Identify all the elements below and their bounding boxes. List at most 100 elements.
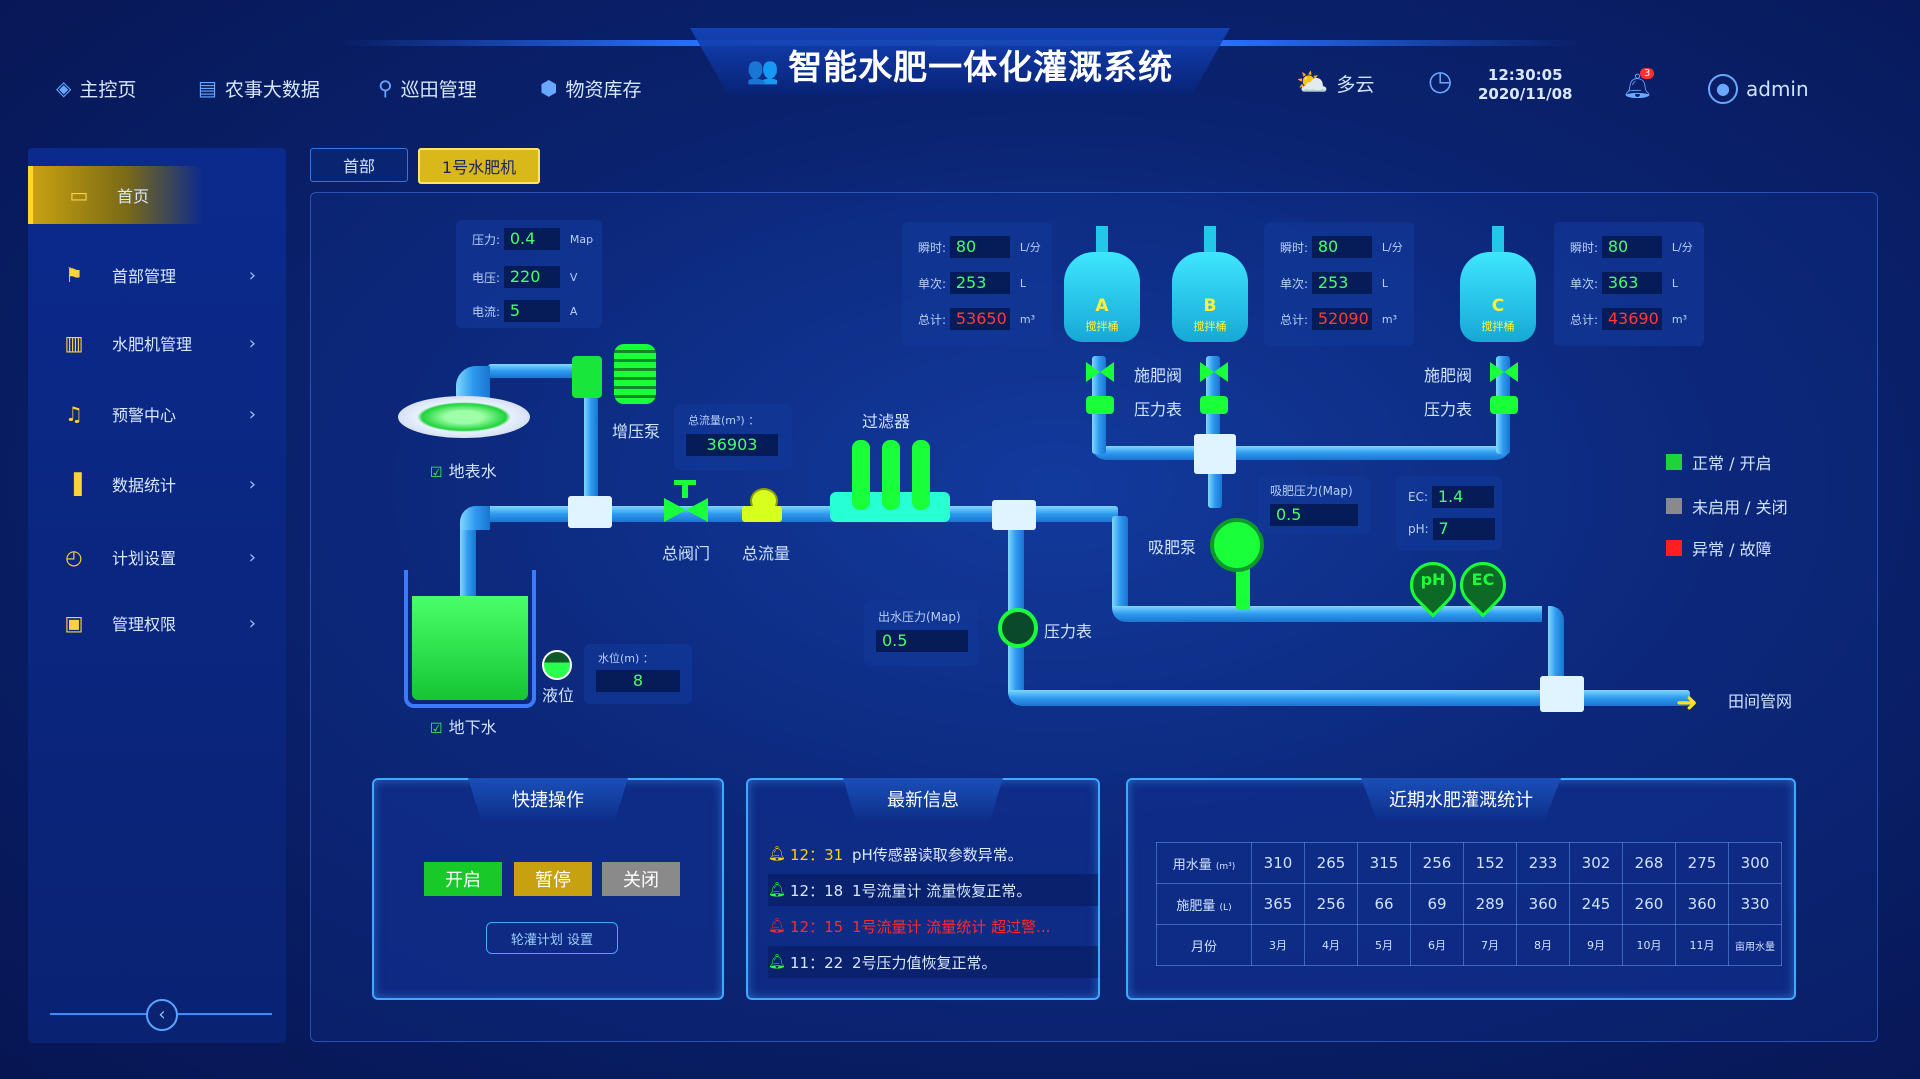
cloud-sun-icon: ⛅ (1296, 68, 1329, 98)
bell-icon: 🔔︎ (768, 954, 786, 970)
filter-cartridge (852, 440, 870, 510)
legend-disabled: 未启用 / 关闭 (1666, 494, 1788, 518)
filter-cartridge (882, 440, 900, 510)
nav-farm-big-data[interactable]: ▤农事大数据 (198, 76, 320, 101)
pipe-surface-to-pump (488, 364, 578, 378)
nav-field-patrol[interactable]: ⚲巡田管理 (378, 76, 477, 101)
start-button[interactable]: 开启 (424, 862, 502, 896)
main-valve[interactable] (664, 480, 708, 522)
sidebar-item-home[interactable]: ▭首页 (28, 166, 203, 224)
machine-icon: ▥ (64, 331, 84, 355)
box-icon: ⬢ (540, 76, 558, 100)
quick-ops-title: 快捷操作 (468, 778, 628, 820)
main-flow-meter[interactable] (742, 488, 782, 524)
boost-pump-body (572, 356, 602, 398)
pressure-gauge-label: 压力表 (1044, 622, 1093, 641)
pipe-joint (568, 496, 612, 528)
pressure-gauge-c (1490, 396, 1518, 414)
pressure-gauge-icon (998, 608, 1038, 648)
monitor-icon: ▭ (69, 183, 89, 207)
main-flow-label: 总流量 (742, 544, 791, 563)
fert-valve-b[interactable] (1200, 362, 1228, 382)
sidebar-item-statistics[interactable]: ▐数据统计› (28, 455, 286, 513)
title-plate (690, 28, 1230, 94)
sidebar-item-plan-settings[interactable]: ◴计划设置› (28, 528, 286, 586)
sidebar: ▭首页 ⚑首部管理› ▥水肥机管理› ♫预警中心› ▐数据统计› ◴计划设置› … (28, 148, 286, 1043)
user-menu[interactable]: ● admin (1708, 74, 1809, 104)
rotation-plan-settings-button[interactable]: 轮灌计划 设置 (486, 922, 618, 954)
chevron-right-icon: › (248, 612, 256, 634)
checkbox-icon: ☑ (430, 721, 443, 737)
clock-icon: ◷ (1428, 64, 1453, 97)
fert-valve-label-ab: 施肥阀 (1134, 366, 1183, 385)
list-icon: ▤ (198, 76, 217, 100)
fert-valve-a[interactable] (1086, 362, 1114, 382)
people-icon: 👥 (746, 56, 781, 86)
tank-c[interactable]: C 搅拌桶 (1460, 226, 1536, 346)
breadcrumb-machine-1[interactable]: 1号水肥机 (418, 148, 540, 184)
pause-button[interactable]: 暂停 (514, 862, 592, 896)
legend-fault: 异常 / 故障 (1666, 536, 1772, 560)
surface-water-pond (398, 396, 530, 438)
boost-pump-motor[interactable] (614, 344, 656, 404)
outlet-pressure-value: 0.5 (876, 630, 968, 652)
checkbox-icon: ☑ (430, 465, 443, 481)
quick-ops-panel: 快捷操作 开启 暂停 关闭 轮灌计划 设置 (372, 778, 724, 1000)
pipe-joint (1194, 434, 1236, 474)
legend-normal: 正常 / 开启 (1666, 450, 1772, 474)
notification-button[interactable]: 🔔︎ 3 (1622, 68, 1655, 100)
bell-icon: 🔔︎ (768, 882, 786, 898)
groundwater-label: ☑地下水 (430, 718, 497, 737)
sidebar-item-head-management[interactable]: ⚑首部管理› (28, 246, 286, 304)
pressure-gauge-b (1200, 396, 1228, 414)
nav-inventory[interactable]: ⬢物资库存 (540, 76, 642, 101)
water-level-readout: 水位(m) ： 8 (584, 644, 692, 704)
legend-swatch (1666, 454, 1682, 470)
sidebar-item-permissions[interactable]: ▣管理权限› (28, 594, 286, 652)
total-flow-readout: 总流量(m³) ： 36903 (674, 404, 792, 470)
pipe-joint (992, 500, 1036, 530)
pipe-branch-up (1112, 516, 1128, 608)
suction-pump[interactable] (1210, 518, 1264, 572)
tank-a[interactable]: A 搅拌桶 (1064, 226, 1140, 346)
fert-valve-c[interactable] (1490, 362, 1518, 382)
breadcrumb-head[interactable]: 首部 (310, 148, 408, 182)
pump-voltage-value: 220 (503, 266, 560, 288)
total-flow-value: 36903 (686, 434, 778, 456)
nav-main-control[interactable]: ◈主控页 (56, 76, 137, 101)
sidebar-item-fertigation-machine[interactable]: ▥水肥机管理› (28, 314, 286, 372)
history-icon: ◴ (65, 545, 83, 569)
pipe-fert-down (1548, 606, 1564, 698)
pipe-elbow-groundwater (460, 506, 490, 530)
irrigation-stats-title: 近期水肥灌溉统计 (1361, 778, 1561, 820)
legend-swatch (1666, 498, 1682, 514)
field-network-label: 田间管网 (1728, 692, 1793, 711)
level-label: 液位 (542, 686, 575, 705)
collapse-sidebar-button[interactable]: ‹ (146, 999, 178, 1031)
filter-cartridge (912, 440, 930, 510)
close-button[interactable]: 关闭 (602, 862, 680, 896)
outlet-pressure-readout: 出水压力(Map) 0.5 (864, 600, 978, 666)
fert-valve-label-c: 施肥阀 (1424, 366, 1473, 385)
sidebar-item-alert-center[interactable]: ♫预警中心› (28, 385, 286, 443)
weather: ⛅ 多云 (1296, 68, 1375, 98)
location-person-icon: ⚲ (378, 76, 393, 100)
header: 👥智能水肥一体化灌溉系统 ◈主控页 ▤农事大数据 ⚲巡田管理 ⬢物资库存 ⛅ 多… (0, 0, 1920, 120)
tank-b[interactable]: B 搅拌桶 (1172, 226, 1248, 346)
chevron-right-icon: › (248, 546, 256, 568)
notification-badge: 3 (1640, 68, 1655, 79)
suction-pump-label: 吸肥泵 (1148, 538, 1197, 557)
folder-search-icon: ▣ (64, 611, 84, 635)
